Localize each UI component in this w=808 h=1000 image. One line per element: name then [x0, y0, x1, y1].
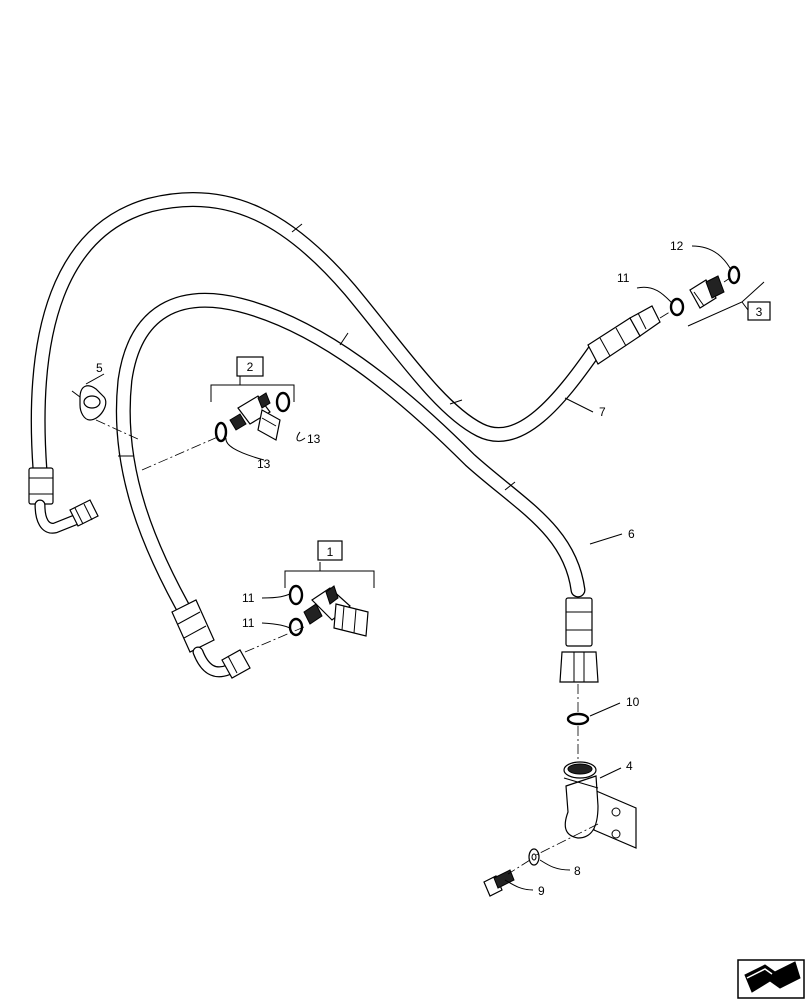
- callout-6: 6: [628, 527, 635, 541]
- o-ring-11-upper: [288, 584, 304, 606]
- callout-8: 8: [574, 864, 581, 878]
- callout-13-lower: 13: [257, 457, 271, 471]
- fitting-3-body: [689, 275, 725, 309]
- fitting-kit-3: [669, 265, 771, 327]
- hose-6-fitting-left: [171, 599, 251, 679]
- callout-3: 3: [756, 305, 763, 319]
- washer-8: [528, 848, 540, 866]
- clamp-5: [71, 385, 107, 421]
- callout-1: 1: [327, 545, 334, 559]
- hose-6: [115, 292, 599, 683]
- callout-9: 9: [538, 884, 545, 898]
- callout-2: 2: [247, 360, 254, 374]
- callout-11-fitting-3: 11: [617, 271, 630, 285]
- fitting-kit-2: [210, 356, 295, 443]
- callout-4: 4: [626, 759, 633, 773]
- callout-11-fitting-1-lower: 11: [242, 616, 255, 630]
- leader-lines: [85, 245, 731, 891]
- hose-7-fitting-right: [587, 305, 661, 365]
- callout-13-upper: 13: [307, 432, 321, 446]
- hose-7-fitting-left: [28, 467, 99, 534]
- fitting-1-body: [303, 585, 369, 637]
- callout-12: 12: [670, 239, 684, 253]
- o-ring-13-lower: [214, 421, 228, 443]
- o-ring-11-right: [669, 297, 685, 317]
- arrow-navigation-icon[interactable]: [737, 959, 805, 999]
- elbow-fitting-4: [563, 761, 637, 849]
- o-ring-11-lower: [288, 617, 304, 637]
- callout-5: 5: [96, 361, 103, 375]
- fitting-2-body: [229, 392, 281, 441]
- hose-7: [28, 191, 661, 534]
- o-ring-13-upper: [275, 391, 291, 413]
- o-ring-10: [566, 712, 590, 726]
- assembly-lines: [95, 277, 731, 875]
- callout-10: 10: [626, 695, 640, 709]
- fitting-kit-1: [284, 540, 375, 637]
- bolt-9: [483, 869, 515, 897]
- o-ring-12: [727, 265, 741, 285]
- hose-6-fitting-right: [559, 597, 599, 683]
- callout-7: 7: [599, 405, 606, 419]
- callout-11-fitting-1-upper: 11: [242, 591, 255, 605]
